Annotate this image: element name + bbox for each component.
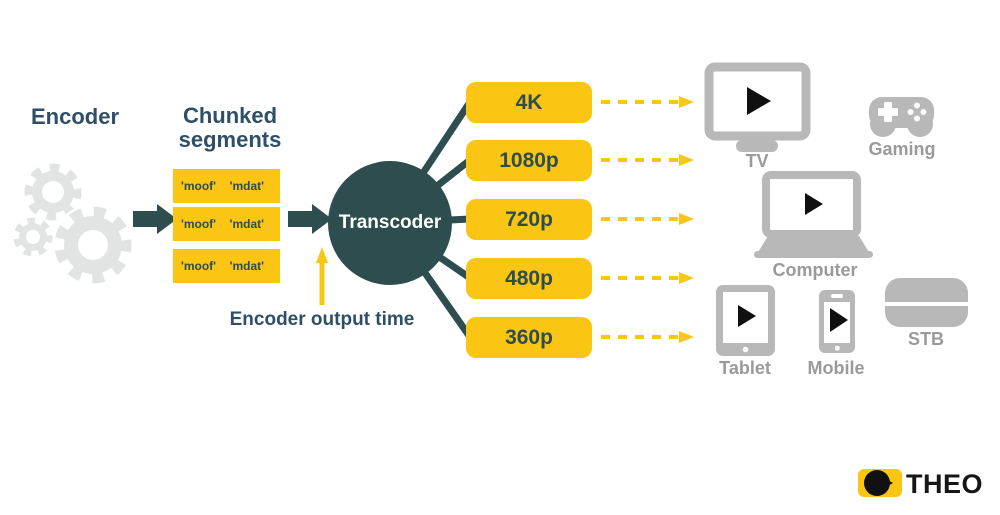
segment-row: 'moof' 'mdat' — [173, 249, 280, 283]
moof-label: 'moof' — [181, 179, 217, 193]
segment-row: 'moof' 'mdat' — [173, 169, 280, 203]
transcoder-label: Transcoder — [338, 212, 442, 233]
mdat-label: 'mdat' — [229, 259, 264, 273]
arrow-segments-to-transcoder — [288, 204, 332, 234]
resolution-box-1080p: 1080p — [466, 140, 592, 181]
resolution-box-720p: 720p — [466, 199, 592, 240]
gears-icon — [13, 163, 134, 286]
mdat-label: 'mdat' — [229, 179, 264, 193]
computer-label: Computer — [772, 260, 858, 280]
resolution-box-480p: 480p — [466, 258, 592, 299]
arrow-encoder-to-segments — [133, 204, 177, 234]
encoder-output-arrow — [316, 247, 328, 305]
gaming-label: Gaming — [868, 139, 936, 159]
moof-label: 'moof' — [181, 259, 217, 273]
resolution-box-360p: 360p — [466, 317, 592, 358]
stb-icon — [883, 278, 970, 327]
tablet-label: Tablet — [719, 358, 771, 378]
tv-label: TV — [745, 151, 769, 171]
theo-logo-icon — [858, 469, 902, 497]
moof-label: 'moof' — [181, 217, 217, 231]
stb-label: STB — [908, 329, 944, 349]
segment-row: 'moof' 'mdat' — [173, 207, 280, 241]
tablet-icon — [716, 285, 775, 356]
chunked-segments-title: Chunked segments — [178, 103, 282, 152]
dashed-arrows — [601, 96, 694, 343]
transcoder-circle — [328, 161, 452, 285]
mobile-label: Mobile — [807, 358, 865, 378]
laptop-icon — [754, 171, 873, 258]
mdat-label: 'mdat' — [229, 217, 264, 231]
encoder-output-time-label: Encoder output time — [229, 309, 415, 330]
gaming-controller-icon — [869, 97, 934, 146]
mobile-icon — [819, 290, 855, 353]
encoder-title: Encoder — [30, 104, 120, 129]
tv-icon — [704, 62, 811, 152]
theo-logo-text: THEO — [906, 469, 984, 499]
resolution-box-4k: 4K — [466, 82, 592, 123]
